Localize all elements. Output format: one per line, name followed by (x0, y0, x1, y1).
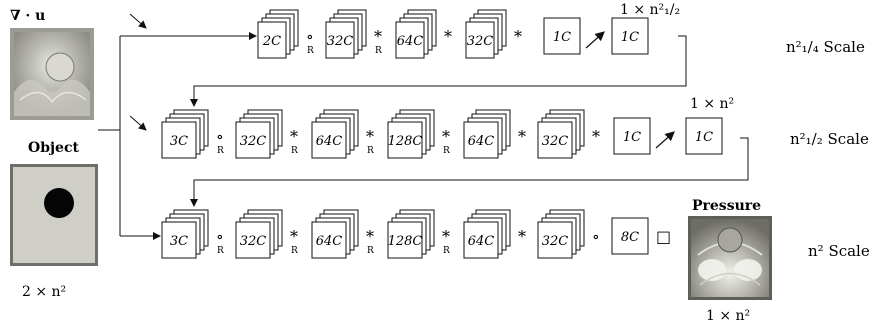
operator-symbol: * (374, 27, 382, 46)
operator-subscript: R (307, 46, 314, 56)
pressure-image (688, 216, 772, 300)
layer-stack: 3C (161, 209, 209, 259)
output-size-label: 1 × n²₁/₂ (620, 2, 680, 18)
operator-symbol: * (290, 127, 298, 146)
layer-label: 64C (468, 234, 495, 249)
layer-stack: 2C (257, 9, 299, 59)
layer-box: 8C (611, 217, 649, 255)
operator-symbol: * (442, 127, 450, 146)
operator-symbol: ∘ (592, 227, 600, 246)
layer-stack: 32C (235, 109, 283, 159)
operator-symbol: * (366, 127, 374, 146)
layer-label: 32C (542, 134, 569, 149)
operator-subscript: R (443, 146, 450, 156)
operator-symbol: * (442, 227, 450, 246)
pressure-label: Pressure (692, 198, 761, 214)
operator-symbol: * (518, 127, 526, 146)
scale-label: n²₁/₄ Scale (786, 38, 865, 56)
layer-stack: 64C (311, 209, 359, 259)
operator-symbol: * (290, 227, 298, 246)
layer-stack: 64C (463, 209, 511, 259)
operator-symbol: ∘ (216, 227, 224, 246)
layer-label: 3C (170, 234, 188, 249)
operator-symbol: * (518, 227, 526, 246)
layer-stack: 32C (325, 9, 367, 59)
layer-stack: 64C (463, 109, 511, 159)
layer-label: 32C (327, 34, 354, 49)
layer-label: 32C (240, 134, 267, 149)
layer-label: 64C (468, 134, 495, 149)
input-size-label: 2 × n² (22, 284, 66, 300)
layer-stack: 64C (395, 9, 437, 59)
layer-stack: 64C (311, 109, 359, 159)
layer-label: 1C (553, 30, 571, 45)
operator-symbol: □ (656, 227, 671, 246)
operator-subscript: R (443, 246, 450, 256)
upsample-arrow (655, 131, 675, 149)
input-column: ∇ · u Object 2 × n² (10, 8, 98, 300)
operator-subscript: R (217, 246, 224, 256)
layer-box: 1C (613, 117, 651, 155)
operator-symbol: ∘ (216, 127, 224, 146)
layer-label: 64C (397, 34, 424, 49)
operator-subscript: R (375, 46, 382, 56)
layer-label: 32C (240, 234, 267, 249)
output-column: Pressure 1 × n² (688, 198, 772, 324)
divergence-label: ∇ · u (10, 8, 45, 24)
operator-subscript: R (367, 146, 374, 156)
layer-stack: 32C (465, 9, 507, 59)
output-size-label: 1 × n² (690, 96, 734, 112)
object-label: Object (28, 140, 79, 156)
layer-box: 1C (611, 17, 649, 55)
layer-label: 32C (542, 234, 569, 249)
operator-symbol: * (444, 27, 452, 46)
layer-box: 1C (685, 117, 723, 155)
divergence-image (10, 28, 94, 120)
pressure-size-label: 1 × n² (706, 308, 750, 324)
upsample-arrow (585, 31, 605, 49)
operator-subscript: R (367, 246, 374, 256)
layer-box: 1C (543, 17, 581, 55)
layer-stack: 3C (161, 109, 209, 159)
scale-label: n² Scale (808, 242, 870, 260)
input-connectors (98, 13, 257, 240)
row-connectors (190, 35, 749, 207)
layer-label: 1C (623, 130, 641, 145)
layer-label: 32C (467, 34, 494, 49)
operator-subscript: R (217, 146, 224, 156)
operator-subscript: R (291, 146, 298, 156)
layer-label: 64C (316, 234, 343, 249)
scale-label: n²₁/₂ Scale (790, 130, 869, 148)
operator-symbol: * (366, 227, 374, 246)
layer-label: 128C (388, 134, 423, 149)
layer-stack: 32C (235, 209, 283, 259)
layer-label: 128C (388, 234, 423, 249)
layer-label: 64C (316, 134, 343, 149)
layer-stack: 128C (387, 109, 435, 159)
layer-stack: 128C (387, 209, 435, 259)
operator-symbol: ∘ (306, 27, 314, 46)
layer-stack: 32C (537, 209, 585, 259)
operator-subscript: R (291, 246, 298, 256)
object-image (10, 164, 98, 266)
layer-label: 3C (170, 134, 188, 149)
layer-label: 1C (621, 30, 639, 45)
layer-stack: 32C (537, 109, 585, 159)
layer-label: 8C (621, 230, 639, 245)
operator-symbol: * (592, 127, 600, 146)
layer-label: 2C (262, 34, 281, 49)
operator-symbol: * (514, 27, 522, 46)
layer-label: 1C (695, 130, 713, 145)
